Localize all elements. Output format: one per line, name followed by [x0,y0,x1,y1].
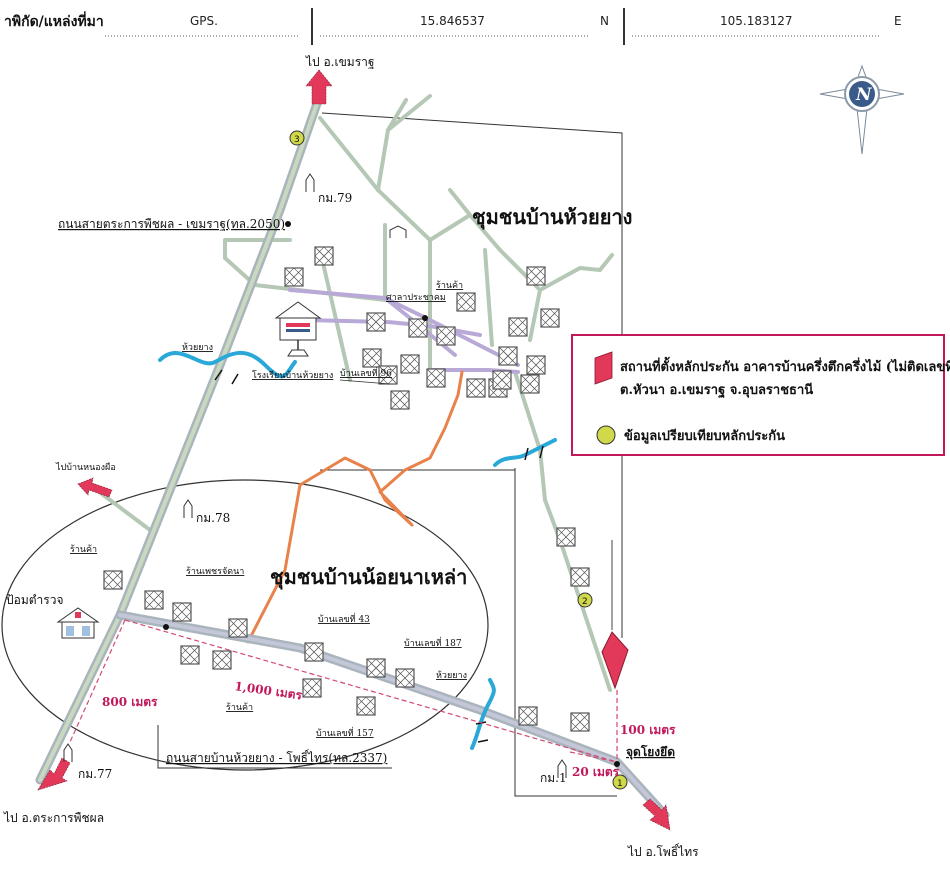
sala-label: ศาลาประชาคม [386,293,446,303]
longitude-direction: E [894,14,902,28]
arrow-west-icon [77,477,113,498]
dest-west-label: ไปบ้านหนองผือ [55,462,116,473]
dest-north-label: ไป อ.เขมราฐ [305,55,375,69]
school-label: โรงเรียนบ้านห้วยยาง [252,370,333,381]
stream-west-label: ห้วยยาง [182,342,213,353]
police-booth-icon [56,607,100,639]
gps-header: าพิกัด/แหล่งที่มา GPS. 15.846537 N 105.1… [4,8,902,45]
arrow-southeast-icon [642,798,671,831]
shop-phet-label: ร้านเพชรจัดนา [186,566,244,577]
north-compass-icon: N [819,64,905,155]
km-79-label: กม.79 [318,191,352,205]
comparison-marker-1: 1 [612,774,628,790]
junction-point-icon [614,761,620,767]
legend-compare-icon [596,425,616,445]
stream-huai-yang-west [158,351,297,379]
road-2337-label: ถนนสายบ้านห้วยยาง - โพธิ์ไทร(ทล.2337) [166,749,387,765]
arrow-north-icon [305,69,333,105]
road-2337-bracket [157,725,392,769]
road-point-icon [285,221,291,227]
shop-south-label: ร้านค้า [226,702,253,713]
distance-800-label: 800 เมตร [102,695,158,709]
junction-label: จุดโยงยึด [626,744,675,760]
legend-line-1: สถานที่ตั้งหลักประกัน อาคารบ้านครึ่งตึกค… [620,356,950,375]
gps-latitude: 15.846537 [420,14,485,28]
stream-huai-yang-south [470,678,496,750]
arrow-southwest-icon [37,757,71,791]
shop-west-label: ร้านค้า [70,544,97,555]
km-78-label: กม.78 [196,511,230,525]
community-noi-na-lao-label: ชุมชนบ้านน้อยนาเหล่า [270,565,467,590]
svg-text:2: 2 [582,597,588,607]
house-96-label: บ้านเลขที่ 96 [340,366,392,379]
svg-text:3: 3 [294,135,300,145]
compass-letter: N [855,85,873,105]
legend-box: สถานที่ตั้งหลักประกัน อาคารบ้านครึ่งตึกค… [571,334,950,456]
shop-point-icon [163,624,169,630]
comparison-markers: 1 2 3 [289,130,628,790]
house-43-label: บ้านเลขที่ 43 [318,612,370,625]
bridge-marks [214,369,544,743]
distance-100-label: 100 เมตร [620,723,676,737]
km-post-icons [63,173,567,778]
area-boundaries [320,112,623,797]
community-huai-yang-label: ชุมชนบ้านห้วยยาง [472,205,632,230]
destination-arrows [37,69,671,831]
legend-line-2: ต.หัวนา อ.เขมราฐ จ.อุบลราชธานี [620,382,813,399]
distance-1000-label: 1,000 เมตร [234,679,304,702]
distance-20-label: 20 เมตร [572,765,620,779]
km-1-label: กม.1 [540,771,567,785]
legend-line-3: ข้อมูลเปรียบเทียบหลักประกัน [624,428,785,444]
orange-footpath [246,370,464,644]
noi-na-lao-community-area [1,479,489,771]
header-label: าพิกัด/แหล่งที่มา [4,11,104,30]
distance-lines [69,619,618,763]
sala-point-icon [422,315,428,321]
shop-huai-yang-label: ร้านค้า [436,280,463,291]
gps-longitude: 105.183127 [720,14,793,28]
comparison-marker-2: 2 [577,592,593,608]
dest-southeast-label: ไป อ.โพธิ์ไทร [627,843,699,859]
streams [158,351,557,750]
stream-south-label: ห้วยยาง [436,670,467,681]
comparison-marker-3: 3 [289,130,305,146]
km-77-label: กม.77 [78,767,112,781]
latitude-direction: N [600,14,609,28]
svg-text:1: 1 [617,779,623,789]
school-icon [274,301,322,357]
house-187-label: บ้านเลขที่ 187 [404,636,462,649]
stream-huai-yang-east [493,438,557,467]
road-2050-label: ถนนสายตระการพืชผล - เขมราฐ(ทล.2050) [58,217,285,231]
collateral-location-marker [601,631,629,690]
legend-collateral-icon [594,351,613,385]
house-157-label: บ้านเลขที่ 157 [316,726,374,739]
dest-southwest-label: ไป อ.ตระการพืชผล [3,811,104,825]
police-booth-label: ป้อมตำรวจ [6,593,63,607]
gps-label: GPS. [190,14,218,28]
